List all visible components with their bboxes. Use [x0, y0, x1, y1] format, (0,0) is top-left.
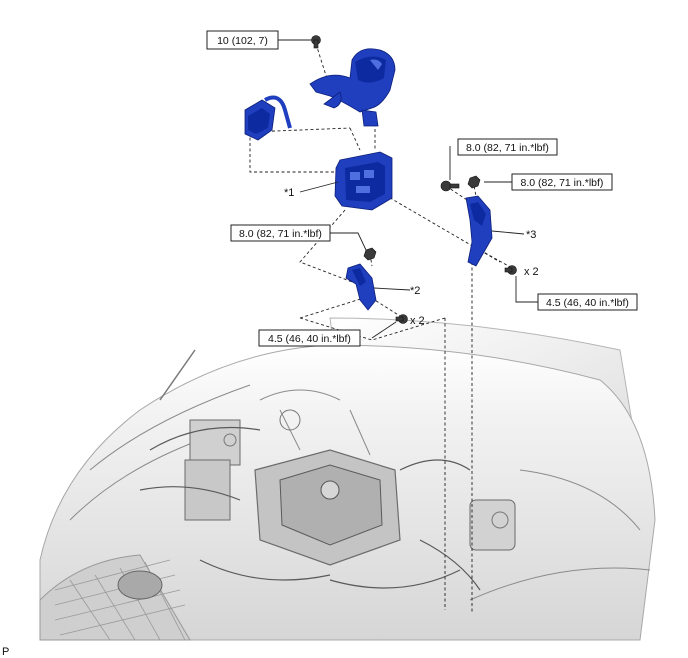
torque-value: 10 (102, 7) — [217, 35, 268, 47]
corner-mark: P — [2, 646, 9, 658]
engine-bay-illustration — [39, 317, 656, 641]
torque-callout-bracket2-lower-bolts: 4.5 (46, 40 in.*lbf) — [258, 329, 361, 347]
bolt-icon — [504, 265, 517, 275]
quantity-label: x 2 — [410, 315, 425, 327]
bolt-icon — [311, 35, 321, 49]
torque-callout-bracket2-nut: 8.0 (82, 71 in.*lbf) — [230, 224, 331, 242]
torque-callout-bracket3-nut: 8.0 (82, 71 in.*lbf) — [511, 173, 613, 191]
torque-callout-harness-bolt: 10 (102, 7) — [206, 30, 279, 50]
wire-harness-upper — [309, 48, 396, 127]
bracket-part-3 — [465, 195, 493, 267]
ecu-part-1 — [334, 151, 393, 211]
torque-value: 8.0 (82, 71 in.*lbf) — [466, 142, 549, 154]
bolt-icon — [395, 314, 408, 324]
torque-value: 8.0 (82, 71 in.*lbf) — [521, 177, 604, 189]
callout-leaders — [278, 39, 538, 339]
torque-value: 4.5 (46, 40 in.*lbf) — [546, 297, 629, 309]
wire-harness-connector — [244, 95, 292, 141]
torque-value: 4.5 (46, 40 in.*lbf) — [268, 333, 351, 345]
torque-callout-bracket3-bolt: 8.0 (82, 71 in.*lbf) — [457, 138, 558, 156]
part-label-3: *3 — [526, 229, 536, 241]
part-label-1: *1 — [284, 187, 294, 199]
torque-value: 8.0 (82, 71 in.*lbf) — [239, 228, 322, 240]
bracket-part-2 — [345, 263, 377, 311]
nut-icon — [363, 247, 377, 261]
torque-callout-bracket3-lower-bolts: 4.5 (46, 40 in.*lbf) — [537, 293, 638, 311]
quantity-label: x 2 — [524, 266, 539, 278]
nut-icon — [467, 175, 481, 189]
part-label-2: *2 — [410, 285, 420, 297]
bolt-icon — [440, 180, 460, 192]
